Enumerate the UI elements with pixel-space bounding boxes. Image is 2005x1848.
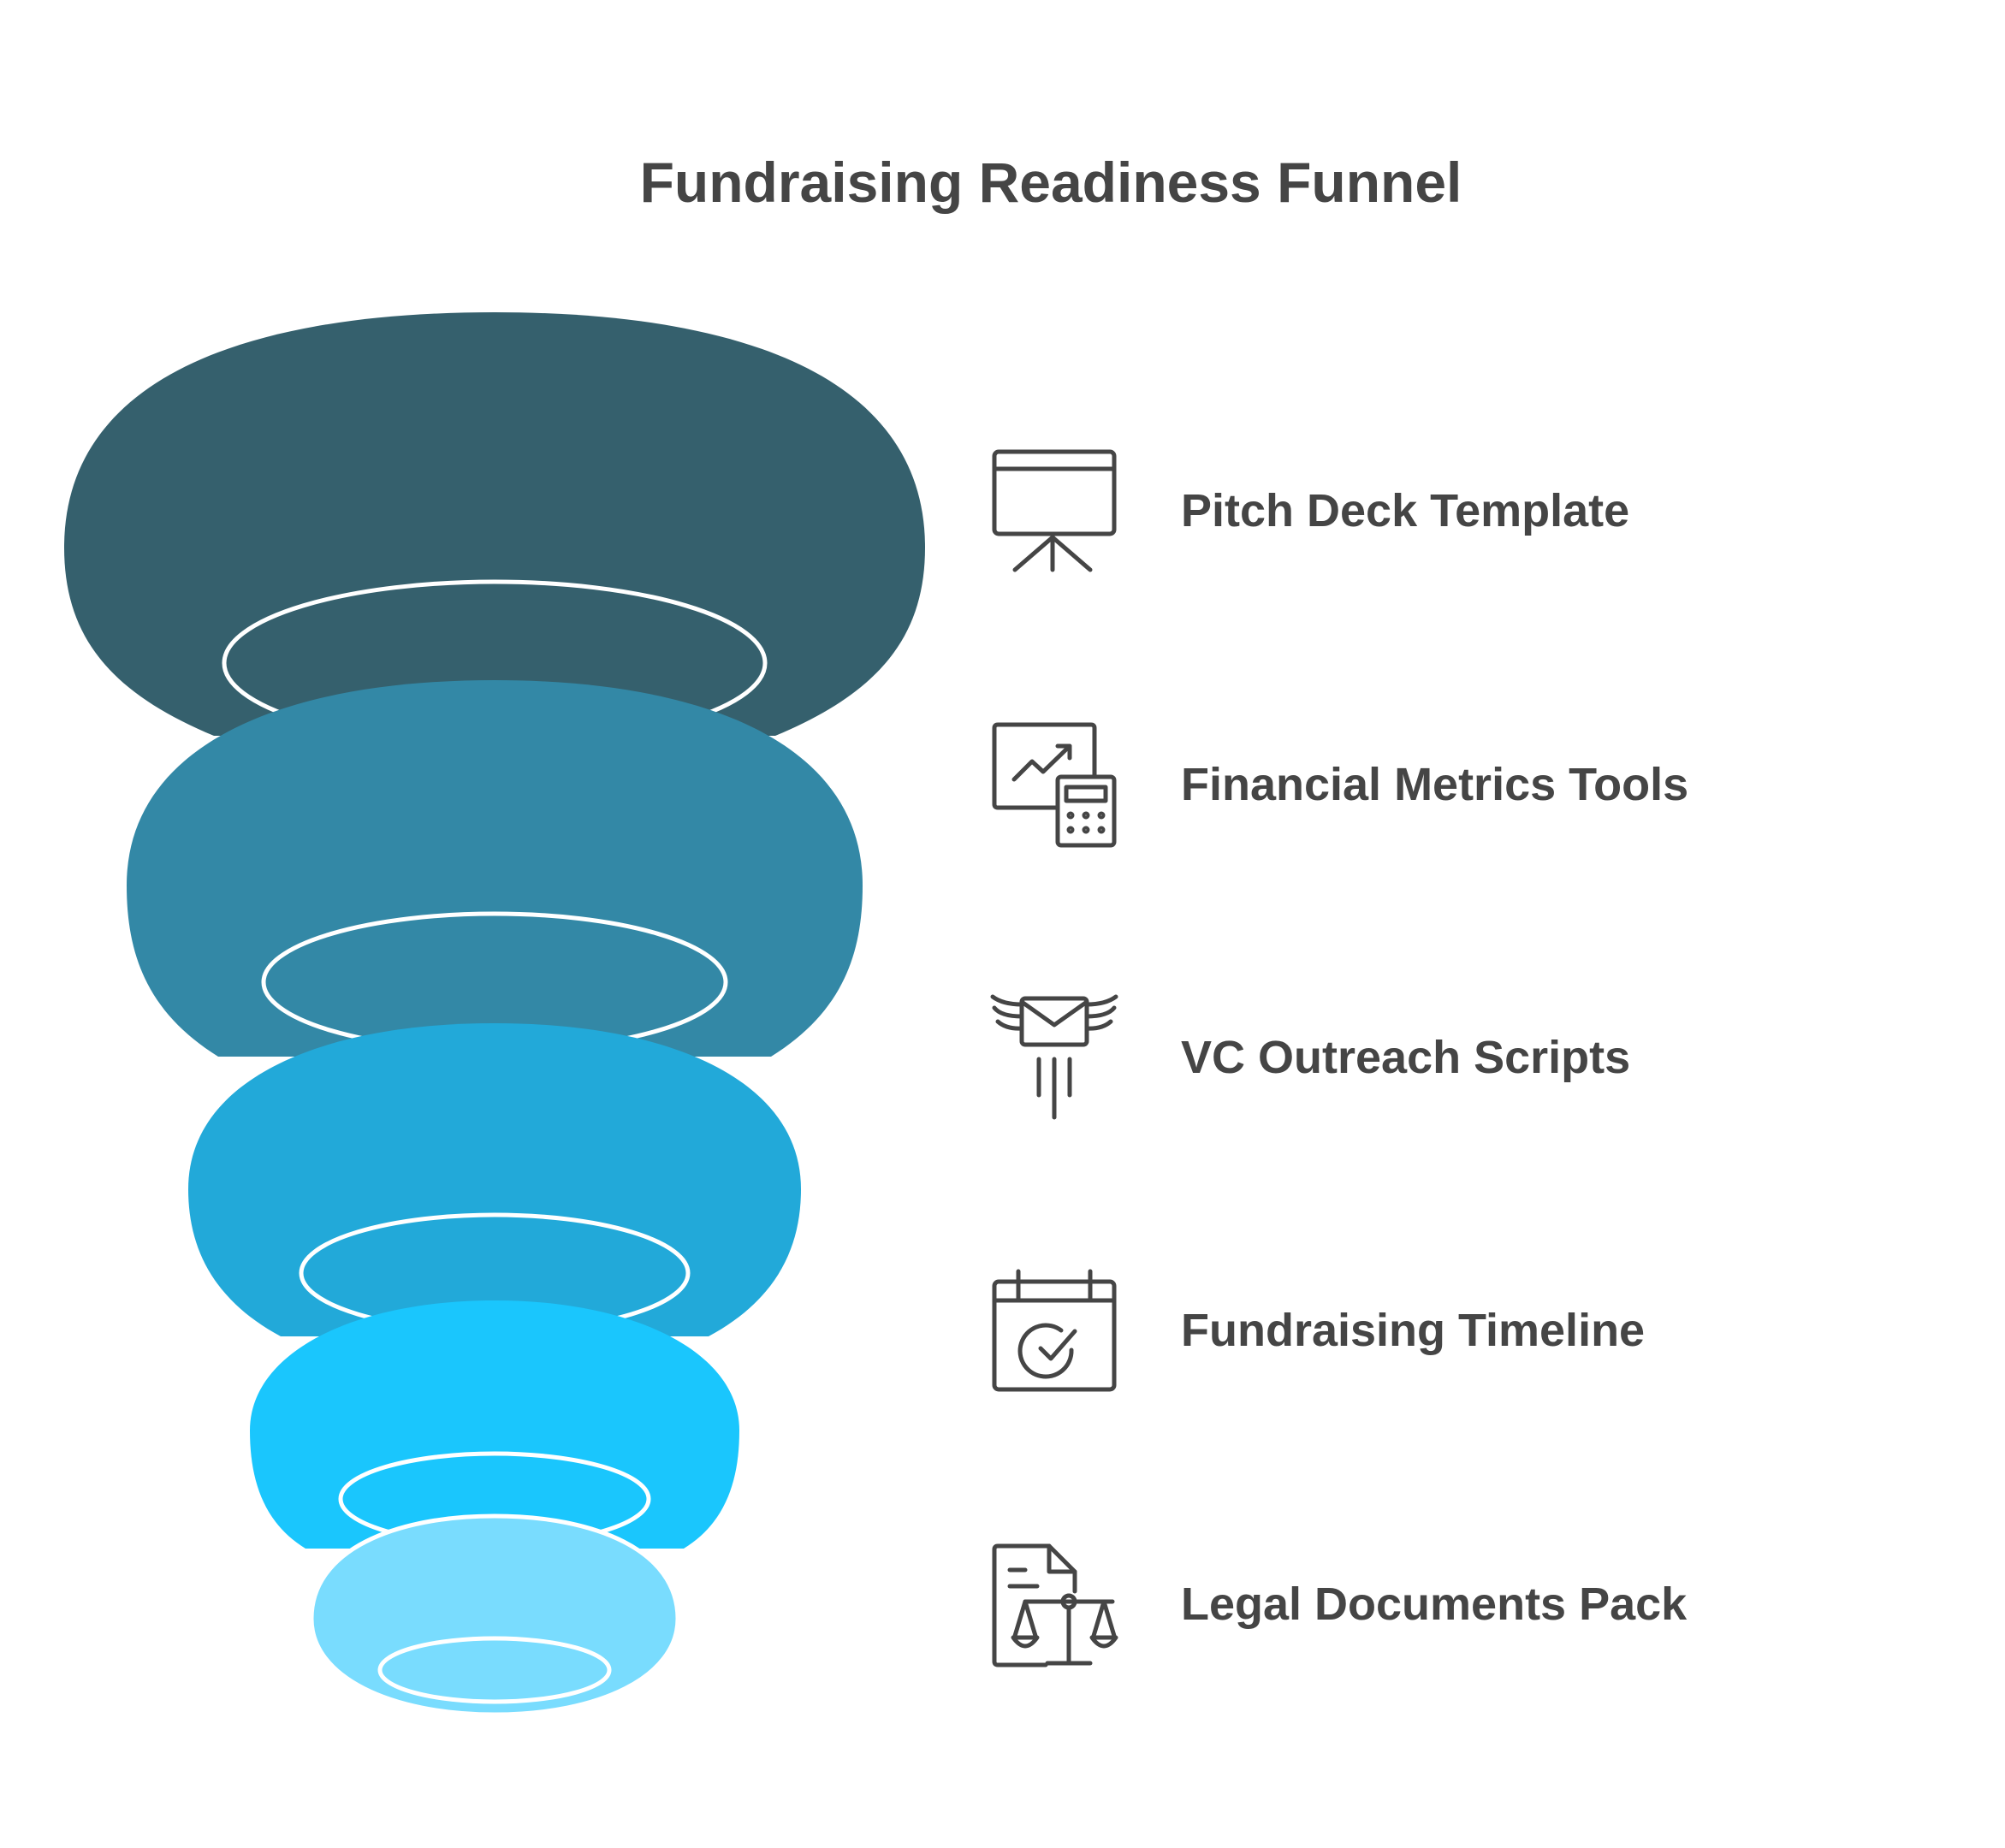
stage-label-vc-outreach: VC Outreach Scripts [1181,1032,1630,1083]
funnel-layer-3 [188,1023,801,1336]
funnel-layer-body [64,312,925,736]
funnel-layer-ring [377,1636,612,1704]
funnel-layer-body [188,1023,801,1336]
funnel-layer-4 [250,1300,739,1549]
funnel-layer-2 [127,680,863,1057]
funnel-layer-1 [64,312,925,747]
presentation-board-icon [992,449,1117,572]
legal-document-scales-icon [992,1543,1118,1667]
calendar-check-icon [992,1269,1117,1392]
stage-label-legal-documents: Legal Documents Pack [1181,1578,1688,1630]
stage-label-financial-metrics: Financial Metrics Tools [1181,759,1688,810]
funnel-layer-body [309,1513,680,1717]
funnel-layer-5 [309,1513,680,1717]
stage-label-fundraising-timeline: Fundraising Timeline [1181,1305,1645,1356]
stage-label-pitch-deck: Pitch Deck Template [1181,485,1629,536]
winged-envelope-icon [990,994,1118,1120]
funnel-layer-body [127,680,863,1057]
funnel-layer-body [250,1300,739,1549]
diagram-title: Fundraising Readiness Funnel [640,151,1462,214]
chart-calculator-icon [992,722,1117,848]
